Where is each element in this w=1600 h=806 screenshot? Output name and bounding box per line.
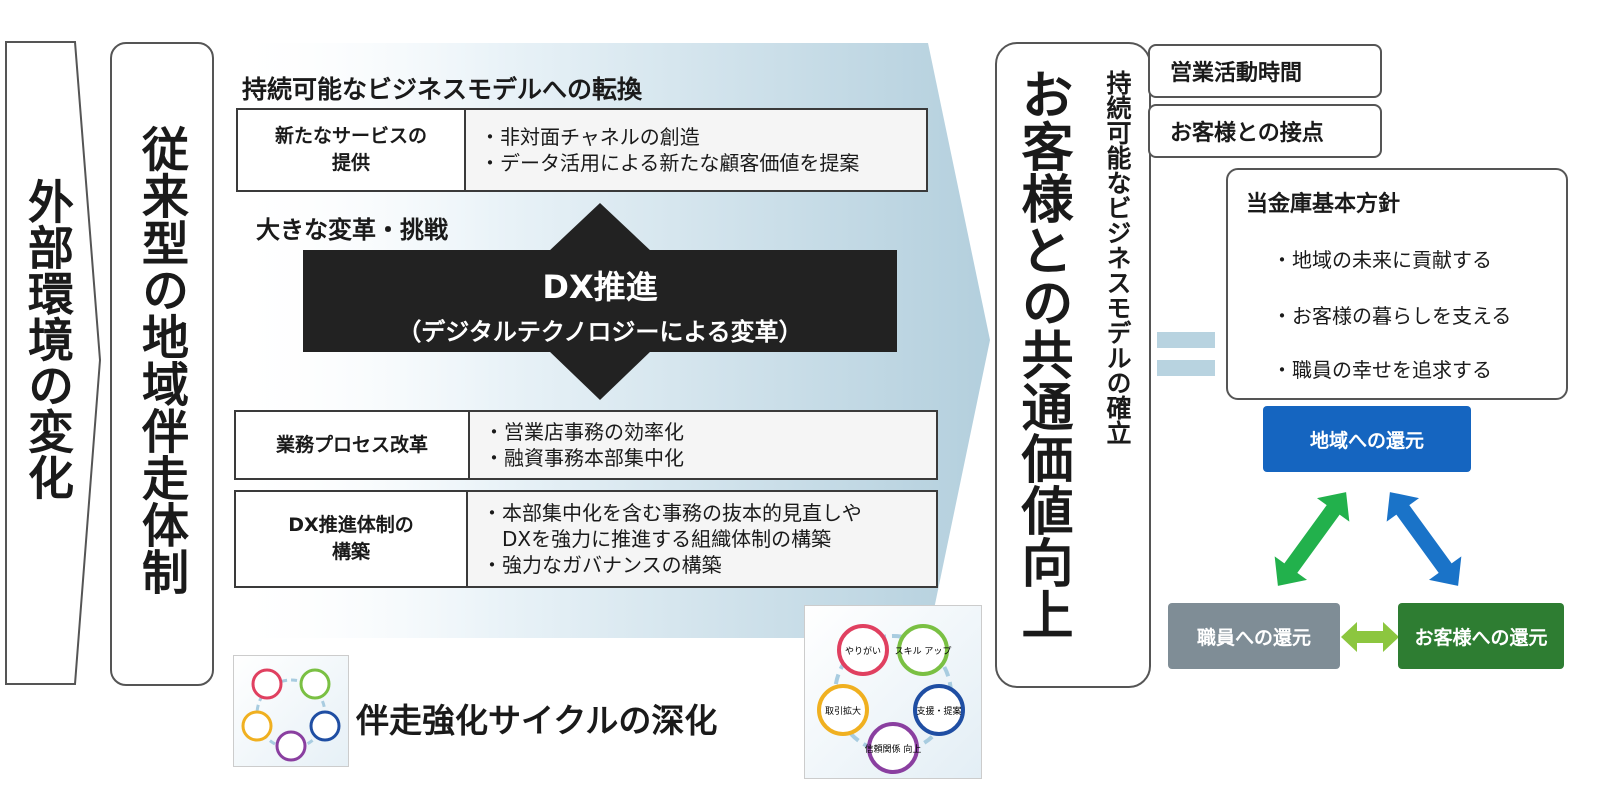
list-item: ・融資事務本部集中化 [484,446,684,470]
list-item: ・本部集中化を含む事務の抜本的見直しや [482,501,862,525]
external-change-label: 外部環境の変化 [21,178,75,500]
sustainable-model-label: 持続可能なビジネスモデルの確立 [1103,70,1132,445]
row-dx-system: DX推進体制の構築 ・本部集中化を含む事務の抜本的見直しや DXを強力に推進する… [234,490,938,588]
staff-return-box: 職員への還元 [1168,603,1340,669]
basic-policy-box: 当金庫基本方針 ・地域の未来に貢献する ・お客様の暮らしを支える ・職員の幸せを… [1226,168,1568,400]
cycle-deepening-label: 伴走強化サイクルの深化 [356,701,718,740]
arrow-staff-customer [1341,622,1399,652]
list-item: DXを強力に推進する組織体制の構築 [482,527,832,551]
arrow-region-staff [1274,492,1350,586]
arrow-region-customer [1386,492,1462,586]
cycle-node: やりがい [837,624,889,676]
cycle-node: スキル アップ [895,624,952,676]
cycle-node: 信頼関係 向上 [865,722,922,774]
cycle-large-svg: やりがい スキル アップ 支援・提案 信頼関係 向上 取引拡大 [817,624,965,774]
cycle-diagram-small [233,655,349,767]
cycle-small-svg [241,668,341,762]
shared-value-label: お客様との共通価値向上 [1012,68,1072,640]
dx-subtitle: （デジタルテクノロジーによる変革） [397,318,803,346]
traditional-system-label: 従来型の地域伴走体制 [133,125,188,595]
row-business-process-label: 業務プロセス改革 [236,412,470,478]
challenge-label: 大きな変革・挑戦 [256,216,448,244]
cycle-diagram-large: やりがい スキル アップ 支援・提案 信頼関係 向上 取引拡大 [804,605,982,779]
region-return-box: 地域への還元 [1263,406,1471,472]
row-new-service-label: 新たなサービスの提供 [238,110,466,190]
row-dx-system-label: DX推進体制の構築 [236,492,468,586]
external-change-panel [5,41,102,685]
traditional-system-panel [110,42,214,686]
cycle-node: 支援・提案 [913,684,965,736]
dx-promotion-box: DX推進 （デジタルテクノロジーによる変革） [303,250,897,352]
row-new-service-content: ・非対面チャネルの創造 ・データ活用による新たな顧客価値を提案 [466,110,859,190]
customer-contact-pill: お客様との接点 [1148,104,1382,158]
sales-time-pill: 営業活動時間 [1148,44,1382,98]
list-item: ・非対面チャネルの創造 [480,125,700,149]
svg-text:やりがい: やりがい [845,645,881,657]
row-dx-system-content: ・本部集中化を含む事務の抜本的見直しや DXを強力に推進する組織体制の構築 ・強… [468,492,862,586]
svg-text:取引拡大: 取引拡大 [825,705,861,717]
svg-text:スキル アップ: スキル アップ [895,646,952,657]
dx-title: DX推進 [542,268,658,306]
list-item: ・強力なガバナンスの構築 [482,553,722,577]
equals-bar-bottom [1157,360,1215,376]
list-item: ・営業店事務の効率化 [484,420,684,444]
equals-bar-top [1157,332,1215,348]
list-item: ・データ活用による新たな顧客価値を提案 [480,151,860,175]
row-new-service: 新たなサービスの提供 ・非対面チャネルの創造 ・データ活用による新たな顧客価値を… [236,108,928,192]
customer-return-box: お客様への還元 [1398,603,1564,669]
transformation-heading: 持続可能なビジネスモデルへの転換 [242,75,643,104]
shared-value-panel [995,42,1151,688]
row-business-process: 業務プロセス改革 ・営業店事務の効率化 ・融資事務本部集中化 [234,410,938,480]
cycle-node: 取引拡大 [817,684,869,736]
svg-text:信頼関係 向上: 信頼関係 向上 [865,743,922,755]
policy-item: ・地域の未来に貢献する [1272,248,1492,272]
svg-text:支援・提案: 支援・提案 [916,705,961,717]
policy-item: ・職員の幸せを追求する [1272,358,1492,382]
policy-item: ・お客様の暮らしを支える [1272,304,1512,328]
row-business-process-content: ・営業店事務の効率化 ・融資事務本部集中化 [470,412,684,478]
basic-policy-title: 当金庫基本方針 [1246,192,1401,217]
